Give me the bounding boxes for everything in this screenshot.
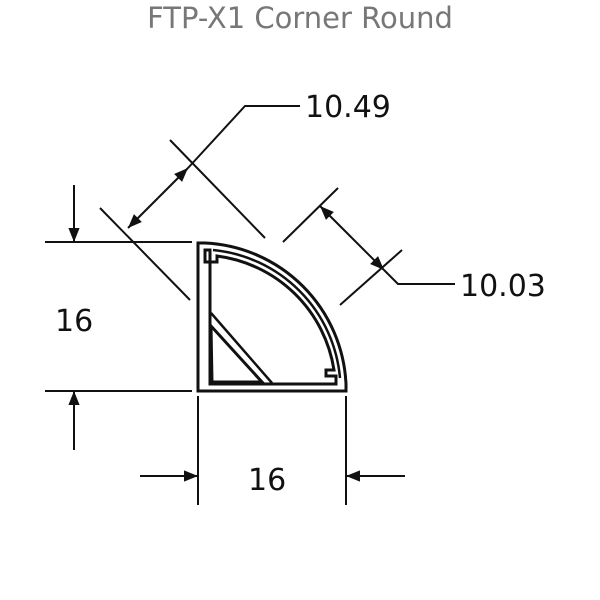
dimension-label-width: 16 (248, 463, 286, 498)
dimension-width (140, 396, 405, 505)
profile-outline (196, 241, 348, 393)
dimension-label-height: 16 (55, 304, 93, 339)
dimension-diagonal-outer (99, 105, 300, 301)
dimension-label-10-49: 10.49 (305, 90, 391, 125)
dimension-height (45, 185, 192, 450)
dimension-label-10-03: 10.03 (460, 269, 546, 304)
drawing-title: FTP-X1 Corner Round (147, 1, 453, 35)
dimension-diagonal-inner (282, 187, 455, 306)
